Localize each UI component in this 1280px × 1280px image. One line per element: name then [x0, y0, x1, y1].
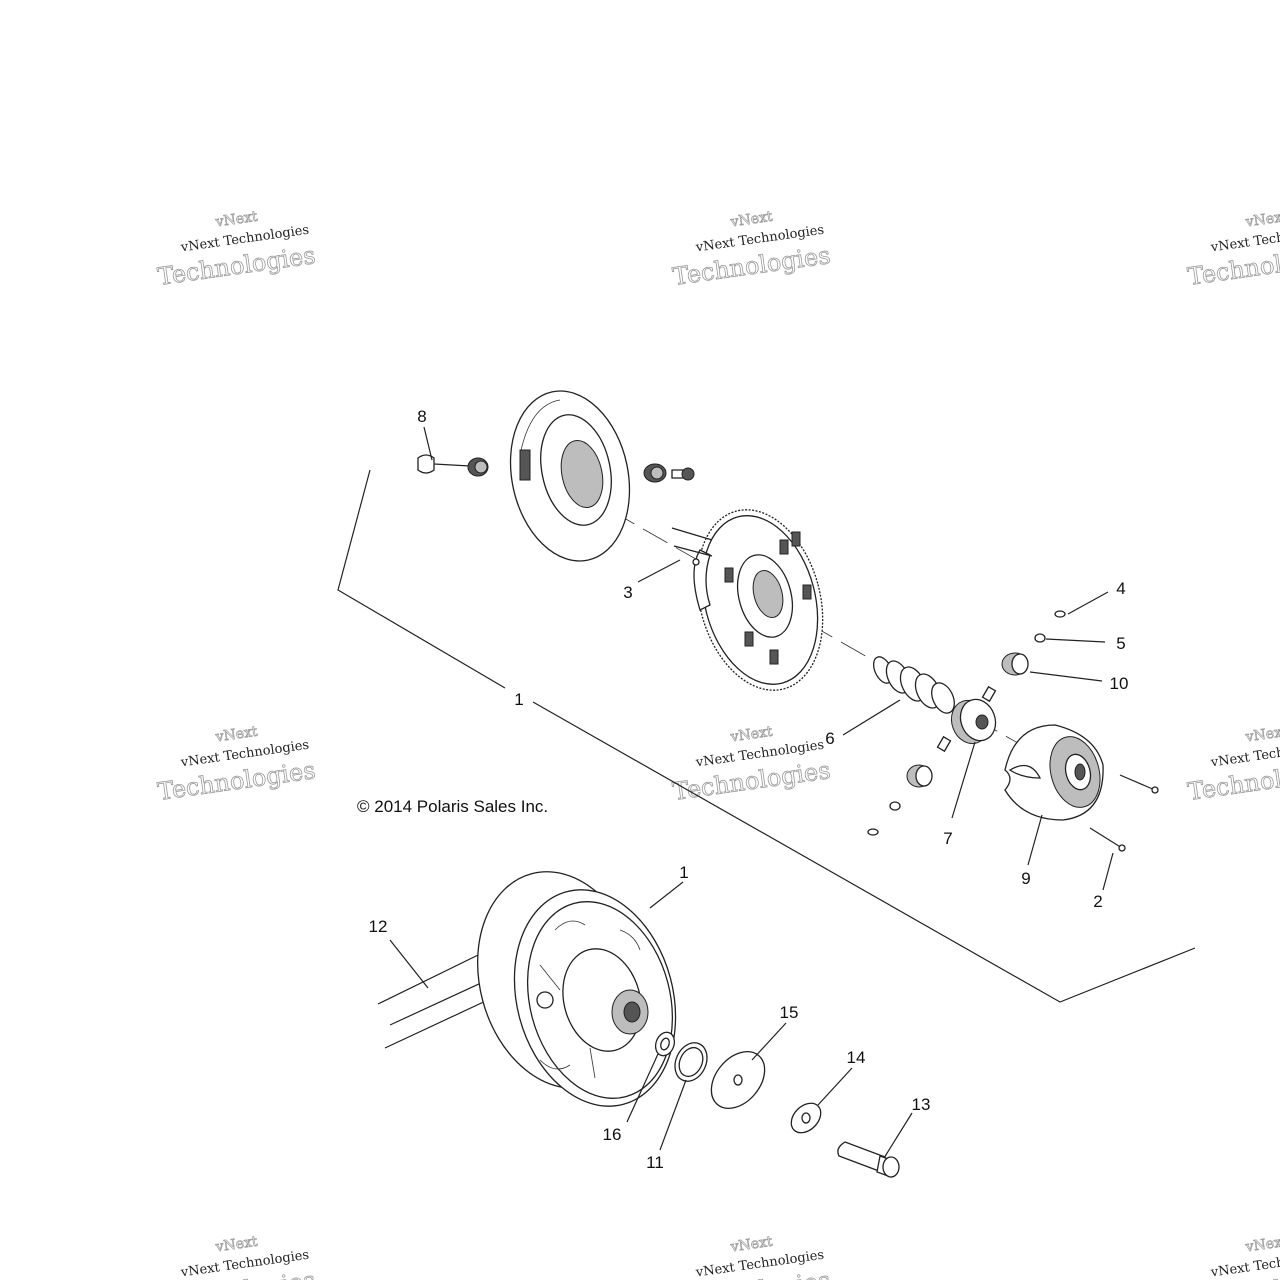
watermark: vNext vNext Technologies Technologies [156, 208, 318, 291]
svg-text:vNext: vNext [214, 1234, 259, 1256]
callout-14: 14 [847, 1048, 866, 1067]
svg-text:vNext: vNext [1244, 724, 1280, 746]
callout-4: 4 [1116, 579, 1125, 598]
callout-1-lower: 1 [679, 863, 688, 882]
callout-1-upper: 1 [514, 690, 523, 709]
spring-part [872, 656, 955, 714]
clutch-assembly-part [476, 871, 677, 1107]
svg-text:vNext Technologies: vNext Technologies [1209, 1248, 1280, 1280]
callout-9: 9 [1021, 869, 1030, 888]
spider-sheave [693, 509, 824, 691]
callout-6: 6 [825, 729, 834, 748]
svg-text:vNext: vNext [729, 1234, 774, 1256]
hub-part [936, 685, 997, 753]
watermark: vNext vNext Technologies Technologies [671, 723, 833, 806]
watermark: vNext vNext Technologies Technologies [1186, 723, 1280, 806]
svg-text:Technologies: Technologies [156, 241, 317, 291]
snap-ring-part [674, 1042, 708, 1082]
watermark: vNext vNext Technologies Technologies [1186, 208, 1280, 291]
roller-part [906, 652, 1029, 788]
washer-part [654, 1031, 676, 1057]
clip-washer-part [867, 610, 1066, 836]
watermark: vNext vNext Technologies Technologies [1186, 1233, 1280, 1280]
assembly-bracket-line [532, 701, 1196, 1003]
svg-text:Technologies: Technologies [671, 756, 832, 806]
callout-5: 5 [1116, 634, 1125, 653]
watermark: vNext vNext Technologies Technologies [156, 1233, 318, 1280]
svg-text:vNext: vNext [1244, 209, 1280, 231]
watermark: vNext vNext Technologies Technologies [671, 1233, 833, 1280]
assembly-bracket-line [337, 469, 506, 689]
retaining-bolt-part [837, 1141, 900, 1178]
flat-washer-part [710, 1051, 766, 1109]
callout-3: 3 [623, 583, 632, 602]
leader-lines [389, 426, 1114, 1159]
callout-7: 7 [943, 829, 952, 848]
svg-text:vNext: vNext [729, 724, 774, 746]
svg-text:vNext: vNext [1244, 1234, 1280, 1256]
pin-part [671, 527, 713, 566]
svg-text:Technologies: Technologies [671, 241, 832, 291]
svg-text:vNext: vNext [214, 724, 259, 746]
cover-part [1004, 724, 1104, 821]
callout-11: 11 [646, 1153, 664, 1172]
svg-text:Technologies: Technologies [156, 756, 317, 806]
watermark: vNext vNext Technologies Technologies [156, 723, 318, 806]
watermark: vNext vNext Technologies Technologies [671, 208, 833, 291]
svg-text:vNext: vNext [214, 209, 259, 231]
callout-16: 16 [603, 1125, 622, 1144]
copyright-notice: © 2014 Polaris Sales Inc. [357, 797, 548, 816]
callout-15: 15 [780, 1003, 799, 1022]
callout-10: 10 [1110, 674, 1129, 693]
callout-8: 8 [417, 407, 426, 426]
callout-2: 2 [1093, 892, 1102, 911]
svg-text:vNext: vNext [729, 209, 774, 231]
roller-pin-part [417, 454, 695, 483]
moveable-sheave [509, 390, 631, 562]
callout-12: 12 [369, 917, 388, 936]
callout-13: 13 [912, 1095, 931, 1114]
bolt-part [1089, 774, 1159, 852]
small-washer-part [790, 1102, 822, 1134]
